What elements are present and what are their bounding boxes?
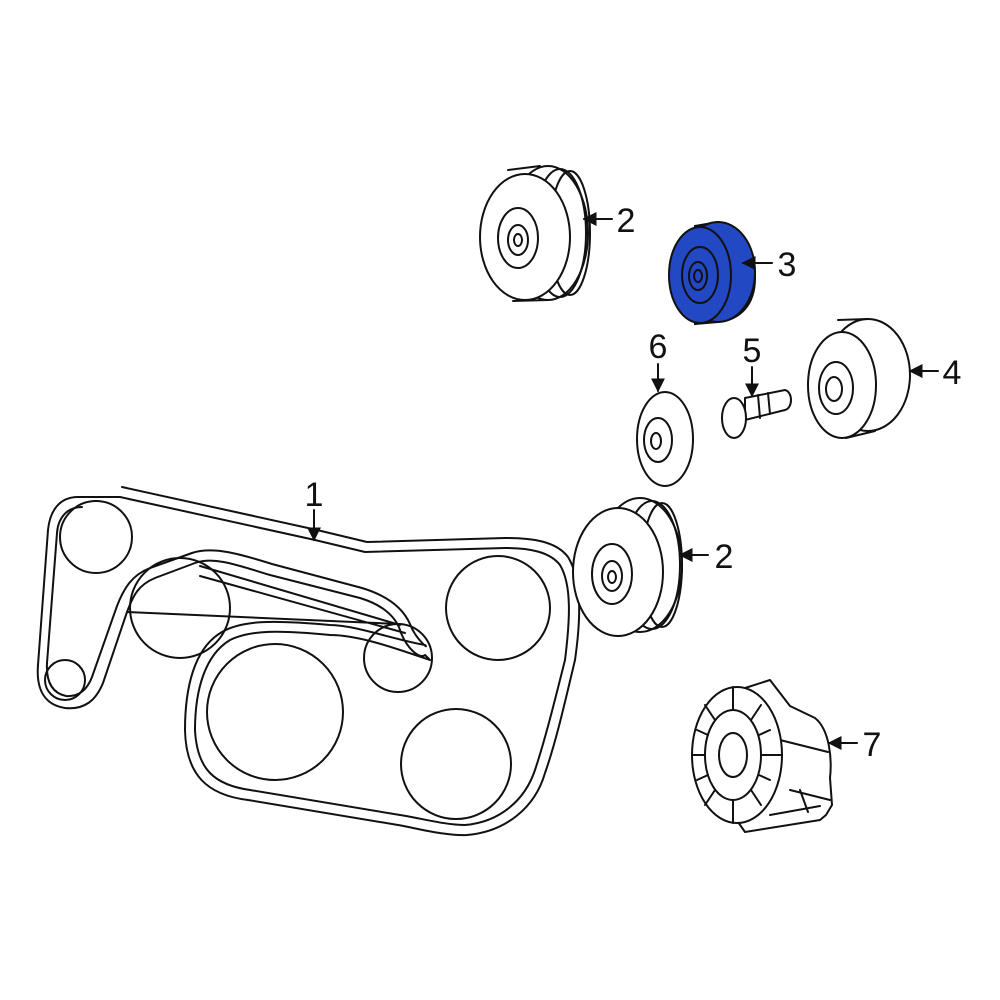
callout-3: 3: [778, 246, 797, 284]
callout-2-upper: 2: [617, 202, 636, 240]
pulley-4[interactable]: [807, 318, 911, 439]
callout-2-lower: 2: [715, 538, 734, 576]
idler-pulley-upper[interactable]: [479, 165, 591, 302]
belt-inner-run: [126, 565, 406, 634]
serpentine-belt[interactable]: [36, 486, 581, 837]
belt-pulley-top-left: [59, 500, 133, 574]
callout-5: 5: [743, 332, 762, 370]
callout-4: 4: [943, 354, 962, 392]
belt-pulley-bottom-left: [44, 659, 86, 701]
tensioner[interactable]: [691, 679, 833, 833]
callout-1: 1: [305, 476, 324, 514]
bolt[interactable]: [721, 389, 792, 439]
highlighted-pulley[interactable]: [668, 220, 757, 326]
belt-pulley-bottom-right: [400, 708, 512, 820]
callout-7: 7: [863, 726, 882, 764]
idler-pulley-lower[interactable]: [572, 497, 683, 637]
belt-pulley-right: [445, 555, 551, 661]
cover[interactable]: [636, 391, 694, 487]
callout-6: 6: [649, 328, 668, 366]
belt-pulley-crank: [206, 643, 344, 781]
belt-pulley-center-left: [129, 557, 231, 659]
